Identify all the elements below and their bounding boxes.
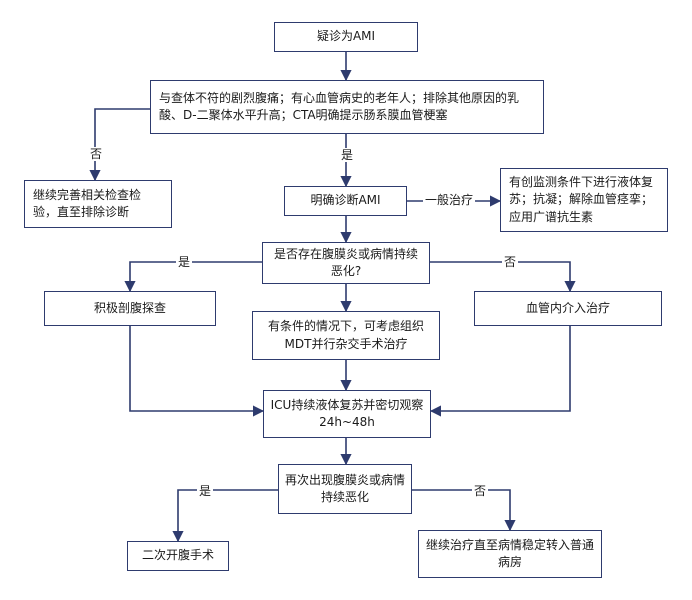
confirmed-ami-box: 明确诊断AMI bbox=[284, 186, 407, 216]
laparotomy-box: 积极剖腹探查 bbox=[44, 291, 216, 326]
mdt-text: 有条件的情况下，可考虑组织MDT并行杂交手术治疗 bbox=[267, 319, 424, 351]
label-no-2: 否 bbox=[502, 255, 519, 269]
second-surgery-text: 二次开腹手术 bbox=[141, 548, 214, 563]
label-no-3: 否 bbox=[472, 484, 489, 498]
peritonitis-question-text: 是否存在腹膜炎或病情持续恶化? bbox=[273, 246, 418, 278]
label-yes-3: 是 bbox=[197, 484, 214, 498]
arrow-laparotomy-to-icu bbox=[129, 326, 265, 417]
continue-treatment-box: 继续治疗直至病情稳定转入普通病房 bbox=[418, 530, 602, 578]
label-no-1: 否 bbox=[88, 147, 105, 161]
general-treatment-text: 有创监测条件下进行液体复苏；抗凝；解除血管痉挛；应用广谱抗生素 bbox=[509, 174, 654, 224]
peritonitis-question-box: 是否存在腹膜炎或病情持续恶化? bbox=[262, 242, 430, 284]
icu-box: ICU持续液体复苏并密切观察24h~48h bbox=[263, 390, 431, 438]
recurrence-question-box: 再次出现腹膜炎或病情持续恶化 bbox=[278, 464, 412, 514]
continue-treatment-text: 继续治疗直至病情稳定转入普通病房 bbox=[425, 537, 594, 569]
label-general-treatment: 一般治疗 bbox=[423, 193, 476, 207]
arrow-recurrence-to-continue-treatment bbox=[412, 489, 516, 532]
mdt-box: 有条件的情况下，可考虑组织MDT并行杂交手术治疗 bbox=[252, 311, 440, 360]
continue-tests-box: 继续完善相关检查检验，直至排除诊断 bbox=[24, 180, 172, 228]
second-surgery-box: 二次开腹手术 bbox=[127, 541, 229, 571]
icu-text: ICU持续液体复苏并密切观察24h~48h bbox=[270, 397, 424, 429]
arrow-endovascular-to-icu bbox=[429, 326, 571, 417]
criteria-box: 与查体不符的剧烈腹痛；有心血管病史的老年人；排除其他原因的乳酸、D-二聚体水平升… bbox=[150, 80, 544, 134]
arrow-question-to-endovascular bbox=[430, 261, 576, 293]
continue-tests-text: 继续完善相关检查检验，直至排除诊断 bbox=[33, 187, 142, 219]
arrow-question-to-laparotomy bbox=[124, 261, 262, 293]
general-treatment-box: 有创监测条件下进行液体复苏；抗凝；解除血管痉挛；应用广谱抗生素 bbox=[500, 168, 668, 232]
confirmed-ami-text: 明确诊断AMI bbox=[310, 193, 381, 208]
criteria-text: 与查体不符的剧烈腹痛；有心血管病史的老年人；排除其他原因的乳酸、D-二聚体水平升… bbox=[159, 90, 520, 122]
suspect-ami-box: 疑诊为AMI bbox=[274, 22, 418, 52]
label-yes-2: 是 bbox=[176, 255, 193, 269]
endovascular-box: 血管内介入治疗 bbox=[474, 291, 662, 326]
suspect-ami-text: 疑诊为AMI bbox=[316, 29, 376, 44]
recurrence-question-text: 再次出现腹膜炎或病情持续恶化 bbox=[285, 472, 406, 504]
laparotomy-text: 积极剖腹探查 bbox=[93, 300, 166, 315]
label-yes-1: 是 bbox=[339, 148, 356, 162]
arrow-recurrence-to-second-surgery bbox=[172, 489, 278, 543]
endovascular-text: 血管内介入治疗 bbox=[525, 300, 610, 315]
arrow-criteria-to-continue-tests bbox=[89, 108, 150, 182]
